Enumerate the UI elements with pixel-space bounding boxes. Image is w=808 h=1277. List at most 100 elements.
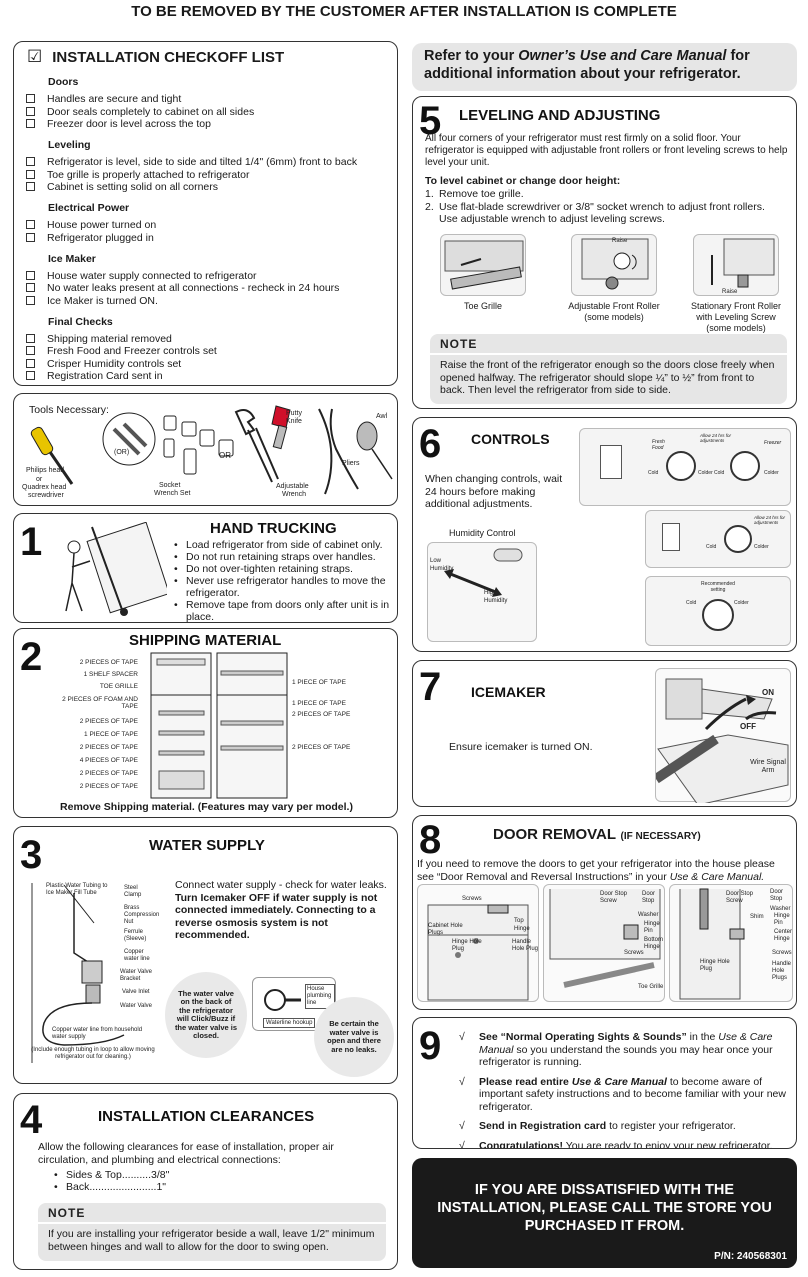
leveling-note-head: NOTE bbox=[430, 334, 787, 355]
hand-trucking-item: Load refrigerator from side of cabinet o… bbox=[174, 539, 392, 551]
leveling-panel: 5 LEVELING AND ADJUSTING All four corner… bbox=[412, 96, 797, 409]
checkoff-item: Cabinet is setting solid on all corners bbox=[26, 181, 397, 193]
checkoff-item: House water supply connected to refriger… bbox=[26, 270, 397, 282]
clearances-panel: 4 INSTALLATION CLEARANCES Allow the foll… bbox=[13, 1093, 398, 1270]
screws-label-3: Screws bbox=[772, 950, 792, 956]
checkoff-category: Leveling bbox=[48, 139, 91, 151]
shipping-label-right: 1 PIECE OF TAPE bbox=[292, 700, 346, 707]
checkbox[interactable] bbox=[26, 119, 35, 128]
checkbox[interactable] bbox=[26, 169, 35, 179]
checkoff-item-label: Fresh Food and Freezer controls set bbox=[47, 345, 217, 357]
shipping-label-left: 1 PIECE OF TAPE bbox=[84, 731, 138, 738]
icemaker-text: Ensure icemaker is turned ON. bbox=[449, 741, 593, 753]
water-text-bold: Turn Icemaker OFF if water supply is not… bbox=[175, 891, 378, 942]
checkbox[interactable] bbox=[26, 270, 35, 280]
washer-label-2: Washer bbox=[638, 912, 659, 918]
bottom-hinge-icon bbox=[549, 889, 661, 988]
bottom-hinge-label: Bottom Hinge bbox=[644, 937, 664, 950]
center-hinge-icon bbox=[679, 888, 745, 1000]
checkbox[interactable] bbox=[26, 333, 35, 343]
checkbox[interactable] bbox=[26, 106, 35, 116]
raise-label-2: Raise bbox=[722, 289, 738, 295]
step-num-1: 1. bbox=[425, 188, 434, 200]
checkoff-header: ☑ INSTALLATION CHECKOFF LIST bbox=[14, 42, 397, 67]
checkbox[interactable] bbox=[26, 157, 35, 166]
checkbox[interactable] bbox=[26, 371, 35, 380]
checkoff-item: Refrigerator is level, side to side and … bbox=[26, 156, 397, 168]
checkbox[interactable] bbox=[26, 182, 35, 191]
shipping-title: SHIPPING MATERIAL bbox=[129, 632, 282, 649]
checkoff-item: House power turned on bbox=[26, 219, 397, 231]
checkoff-item-label: Shipping material removed bbox=[47, 332, 172, 345]
checkoff-item-label: Handles are secure and tight bbox=[47, 93, 182, 105]
checkbox[interactable] bbox=[26, 283, 35, 292]
house-line-label: Copper water line from household water s… bbox=[52, 1027, 143, 1040]
checkoff-category: Final Checks bbox=[48, 315, 113, 328]
section-number-7: 7 bbox=[419, 665, 442, 709]
screws-label-1: Screws bbox=[462, 896, 482, 902]
clearances-note-head: NOTE bbox=[38, 1203, 386, 1224]
single-dial-illustration: Allow 24 hrs for adjustments Cold Colder bbox=[645, 510, 791, 568]
shipping-label-left: 2 PIECES OF FOAM AND TAPE bbox=[62, 696, 138, 710]
checkoff-item-label: Refrigerator is level, side to side and … bbox=[47, 156, 358, 168]
valve-label: Water Valve bbox=[120, 1003, 153, 1009]
colder-label-3: Colder bbox=[754, 544, 769, 550]
center-hinge-label: Center Hinge bbox=[774, 929, 793, 942]
bottom-hinge-illustration: Door Stop Screw Door Stop Washer Hinge P… bbox=[543, 884, 665, 1002]
hinge-pin-label-2: Hinge Pin bbox=[644, 921, 660, 934]
water-supply-panel: 3 WATER SUPPLY Plastic Water Tubing to I… bbox=[13, 826, 398, 1084]
putty-label: Putty bbox=[286, 410, 302, 417]
or-label-2: OR bbox=[219, 451, 231, 460]
checkoff-item: Door seals completely to cabinet on all … bbox=[26, 106, 397, 118]
final-panel: 9 √See “Normal Operating Sights & Sounds… bbox=[412, 1017, 797, 1149]
door-removal-title: DOOR REMOVAL bbox=[493, 826, 617, 843]
final-check-bold: See “Normal Operating Sights & Sounds” bbox=[479, 1031, 687, 1043]
final-check-tail: to become aware of important safety inst… bbox=[479, 1075, 786, 1113]
valve-open-text: Be certain the water valve is open and t… bbox=[327, 1019, 381, 1054]
dual-dial-illustration: Fresh Food Freezer Allow 24 hrs for adju… bbox=[579, 428, 791, 506]
shipping-label-right: 1 PIECE OF TAPE bbox=[292, 679, 346, 686]
clearances-title: INSTALLATION CLEARANCES bbox=[98, 1108, 315, 1125]
water-supply-text: Connect water supply - check for water l… bbox=[175, 879, 390, 942]
checkbox[interactable] bbox=[26, 232, 35, 242]
toe-grille-icon bbox=[444, 240, 524, 290]
screws-label-2: Screws bbox=[624, 950, 644, 956]
loop-label: (Include enough tubing in loop to allow … bbox=[31, 1047, 155, 1060]
shipping-label-right: 2 PIECES OF TAPE bbox=[292, 744, 351, 751]
high-humidity-label: High Humidity bbox=[484, 590, 508, 604]
check-mark-icon: √ bbox=[459, 1139, 465, 1149]
checkoff-item-label: Crisper Humidity controls set bbox=[47, 357, 182, 370]
top-banner: TO BE REMOVED BY THE CUSTOMER AFTER INST… bbox=[131, 3, 677, 20]
checkoff-item: Freezer door is level across the top bbox=[26, 118, 397, 130]
door-stop-label-3: Door Stop bbox=[770, 889, 784, 902]
water-valve-diagram: Plastic Water Tubing to Ice Maker Fill T… bbox=[24, 873, 159, 1068]
final-checklist: √See “Normal Operating Sights & Sounds” … bbox=[459, 1031, 791, 1149]
final-check-text: Congratulations! You are ready to enjoy … bbox=[479, 1140, 773, 1149]
hand-trucking-title: HAND TRUCKING bbox=[210, 520, 337, 537]
awl-icon bbox=[356, 421, 393, 480]
checkbox[interactable] bbox=[26, 220, 35, 229]
checkbox[interactable] bbox=[26, 94, 35, 103]
checkoff-item: Shipping material removed bbox=[26, 333, 397, 345]
leveling-subhead: To level cabinet or change door height: bbox=[425, 175, 621, 187]
final-check-text: Send in Registration card to register yo… bbox=[479, 1120, 736, 1133]
toe-grille-label-2: Toe Grille bbox=[638, 984, 664, 990]
door-removal-subtitle: (IF NECESSARY) bbox=[620, 831, 701, 842]
checkoff-item: Refrigerator plugged in bbox=[26, 232, 397, 244]
dissatisfied-text: IF YOU ARE DISSATISFIED WITH THE INSTALL… bbox=[437, 1182, 772, 1234]
stop-screw-label-3: Door Stop Screw bbox=[726, 891, 754, 904]
wire-arm-label: Wire Signal Arm bbox=[750, 759, 786, 774]
checkbox[interactable] bbox=[26, 358, 35, 368]
checkoff-item-label: No water leaks present at all connection… bbox=[47, 282, 340, 294]
top-hinge-label: Top Hinge bbox=[514, 918, 530, 932]
shipping-label-left: 2 PIECES OF TAPE bbox=[79, 770, 138, 777]
checkbox[interactable] bbox=[26, 295, 35, 305]
shipping-label-left: 1 SHELF SPACER bbox=[83, 671, 138, 678]
screwdriver-icon bbox=[30, 426, 74, 485]
checkoff-item-label: Toe grille is properly attached to refri… bbox=[47, 168, 250, 181]
checkbox[interactable] bbox=[26, 346, 35, 355]
door-text-italic: Use & Care Manual. bbox=[669, 870, 765, 883]
shipping-caption: Remove Shipping material. (Features may … bbox=[60, 801, 353, 813]
or-circle-label: (OR) bbox=[114, 449, 130, 456]
tools-illustration bbox=[30, 405, 393, 495]
